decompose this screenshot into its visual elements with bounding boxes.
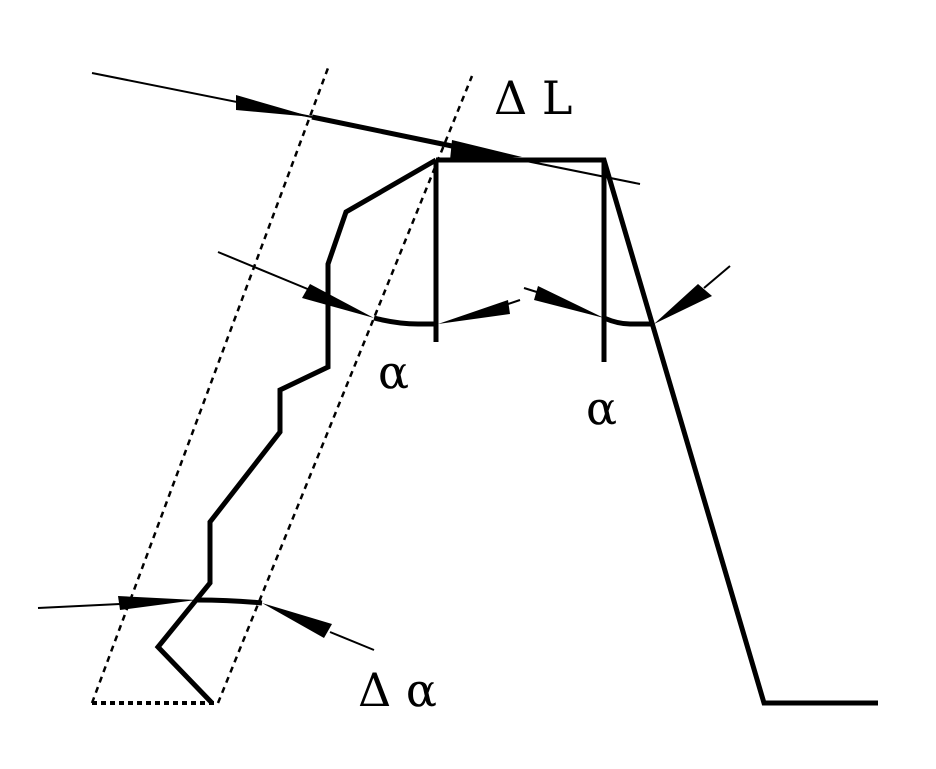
label-delta-alpha: Δ α — [358, 663, 437, 717]
alpha-left-leader-tail — [507, 299, 521, 305]
label-delta-l: Δ L — [494, 71, 572, 125]
alpha-right-leader-tail — [703, 265, 731, 289]
delta-l-arrowhead-right — [450, 140, 522, 160]
delta-alpha-arrowhead-right — [262, 603, 332, 638]
tolerance-boundary-right — [216, 75, 474, 704]
delta-alpha-leader-right — [329, 631, 375, 651]
label-alpha-left: α — [378, 345, 409, 399]
delta-l-arrowhead-left — [236, 95, 312, 117]
delta-alpha-arc — [195, 597, 263, 606]
alpha-left-arrowhead-outer — [302, 284, 374, 318]
actual-profile-line — [154, 157, 438, 705]
alpha-left-leader — [217, 251, 311, 291]
alpha-left-arc — [373, 315, 438, 327]
alpha-right-arc — [603, 315, 654, 327]
nominal-profile-line — [436, 157, 878, 706]
label-alpha-right: α — [586, 381, 617, 435]
delta-alpha-leader-left — [37, 603, 121, 609]
alpha-left-arrowhead-inner — [438, 300, 510, 324]
delta-l-dimension-bold — [311, 114, 453, 149]
alpha-right-arrowhead-left — [534, 286, 604, 318]
delta-alpha-arrowhead-left — [118, 596, 196, 610]
alpha-right-arrowhead-right — [654, 284, 712, 324]
